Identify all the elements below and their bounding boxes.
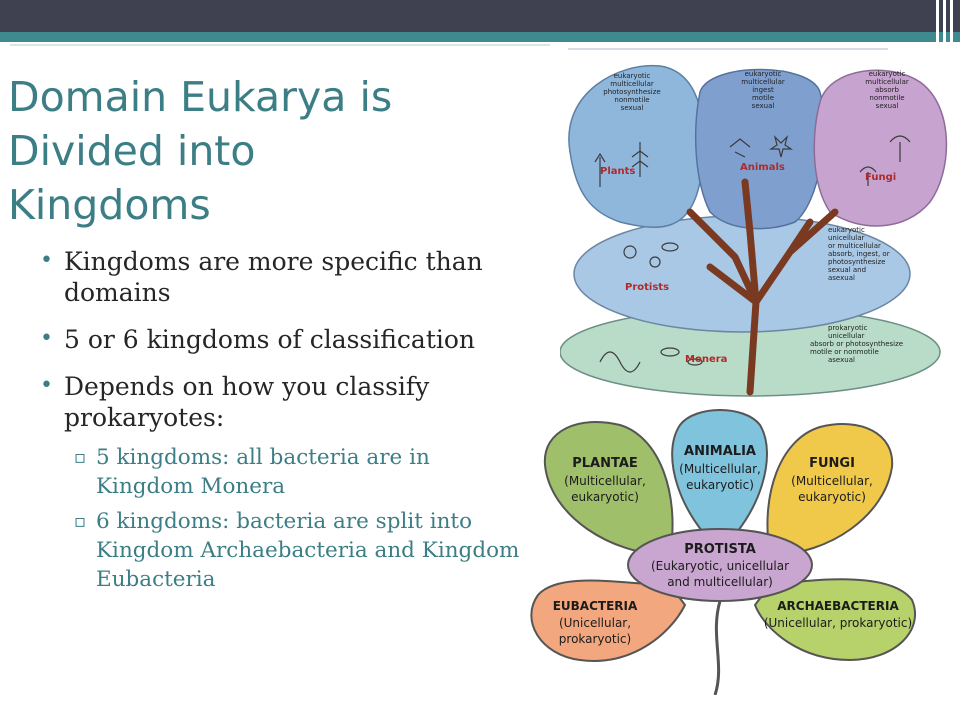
- animals-desc: eukaryotic: [745, 70, 782, 78]
- bullet-item: • 5 or 6 kingdoms of classification: [40, 324, 520, 355]
- plants-desc: eukaryotic: [614, 72, 651, 80]
- fungi-desc: nonmotile: [869, 94, 904, 102]
- kingdom-petal-figure: PLANTAE (Multicellular, eukaryotic) ANIM…: [520, 405, 920, 696]
- protists-desc: asexual: [828, 274, 855, 282]
- plantae-desc: (Multicellular,: [564, 474, 646, 488]
- plants-desc: photosynthesize: [603, 88, 660, 96]
- animalia-desc: eukaryotic): [686, 478, 754, 492]
- archaebacteria-label: ARCHAEBACTERIA: [777, 599, 899, 613]
- fungi-desc: multicellular: [865, 78, 909, 86]
- animalia-label: ANIMALIA: [684, 444, 756, 459]
- plants-desc: sexual: [621, 104, 644, 112]
- fungi-desc: sexual: [876, 102, 899, 110]
- fungi-label: FUNGI: [809, 456, 855, 471]
- divider-line: [568, 48, 888, 50]
- plants-desc: multicellular: [610, 80, 654, 88]
- bullet-dot-icon: •: [40, 373, 53, 398]
- fungi-label: Fungi: [865, 172, 896, 183]
- protista-desc: (Eukaryotic, unicellular: [651, 559, 789, 573]
- animals-label: Animals: [740, 162, 785, 173]
- monera-label: Monera: [685, 354, 727, 365]
- eubacteria-desc: (Unicellular,: [559, 616, 631, 630]
- sub-bullet-item: ▫ 5 kingdoms: all bacteria are in Kingdo…: [40, 443, 520, 501]
- fungi-desc: eukaryotic): [798, 490, 866, 504]
- bullet-item: • Kingdoms are more specific than domain…: [40, 246, 520, 308]
- plantae-desc: eukaryotic): [571, 490, 639, 504]
- protists-desc: unicellular: [828, 234, 865, 242]
- animals-desc: sexual: [752, 102, 775, 110]
- sub-bullet-item: ▫ 6 kingdoms: bacteria are split into Ki…: [40, 507, 520, 594]
- monera-desc: prokaryotic: [828, 324, 868, 332]
- divider-line: [10, 44, 550, 46]
- fungi-desc: eukaryotic: [869, 70, 906, 78]
- bullet-list: • Kingdoms are more specific than domain…: [40, 246, 520, 600]
- bullet-dot-icon: •: [40, 248, 53, 273]
- top-bar: [0, 0, 960, 32]
- bullet-item: • Depends on how you classify prokaryote…: [40, 371, 520, 433]
- bullet-text: Depends on how you classify prokaryotes:: [64, 372, 430, 432]
- animals-desc: multicellular: [741, 78, 785, 86]
- bullet-dot-icon: •: [40, 326, 53, 351]
- monera-desc: motile or nonmotile: [810, 348, 879, 356]
- fungi-desc: absorb: [875, 86, 900, 94]
- bullet-text: 5 or 6 kingdoms of classification: [64, 325, 476, 354]
- monera-desc: absorb or photosynthesize: [810, 340, 903, 348]
- sub-bullet-marker-icon: ▫: [74, 511, 87, 532]
- monera-desc: asexual: [828, 356, 855, 364]
- plants-label: Plants: [600, 166, 635, 177]
- protists-desc: eukaryotic: [828, 226, 865, 234]
- protists-desc: absorb, ingest, or: [828, 250, 890, 258]
- eubacteria-label: EUBACTERIA: [553, 599, 638, 613]
- animals-desc: motile: [752, 94, 774, 102]
- protists-desc: photosynthesize: [828, 258, 885, 266]
- plantae-label: PLANTAE: [572, 456, 638, 471]
- corner-decoration: [930, 0, 960, 60]
- protists-desc: sexual and: [828, 266, 866, 274]
- bullet-text: Kingdoms are more specific than domains: [64, 247, 483, 307]
- protists-desc: or multicellular: [828, 242, 881, 250]
- kingdom-tree-figure: Plants Animals Fungi Protists Monera euk…: [559, 62, 960, 400]
- top-stripe: [0, 32, 960, 42]
- protists-label: Protists: [625, 282, 669, 293]
- sub-bullet-marker-icon: ▫: [74, 447, 87, 468]
- animals-desc: ingest: [752, 86, 774, 94]
- fungi-desc: (Multicellular,: [791, 474, 873, 488]
- protista-label: PROTISTA: [684, 542, 756, 557]
- sub-bullet-text: 5 kingdoms: all bacteria are in Kingdom …: [96, 445, 430, 499]
- eubacteria-desc: prokaryotic): [559, 632, 631, 646]
- slide-title: Domain Eukarya is Divided into Kingdoms: [8, 73, 393, 229]
- monera-desc: unicellular: [828, 332, 865, 340]
- animalia-desc: (Multicellular,: [679, 462, 761, 476]
- protista-desc: and multicellular): [667, 575, 773, 589]
- plants-desc: nonmotile: [614, 96, 649, 104]
- sub-bullet-text: 6 kingdoms: bacteria are split into King…: [96, 509, 520, 592]
- archaebacteria-desc: (Unicellular, prokaryotic): [764, 616, 912, 630]
